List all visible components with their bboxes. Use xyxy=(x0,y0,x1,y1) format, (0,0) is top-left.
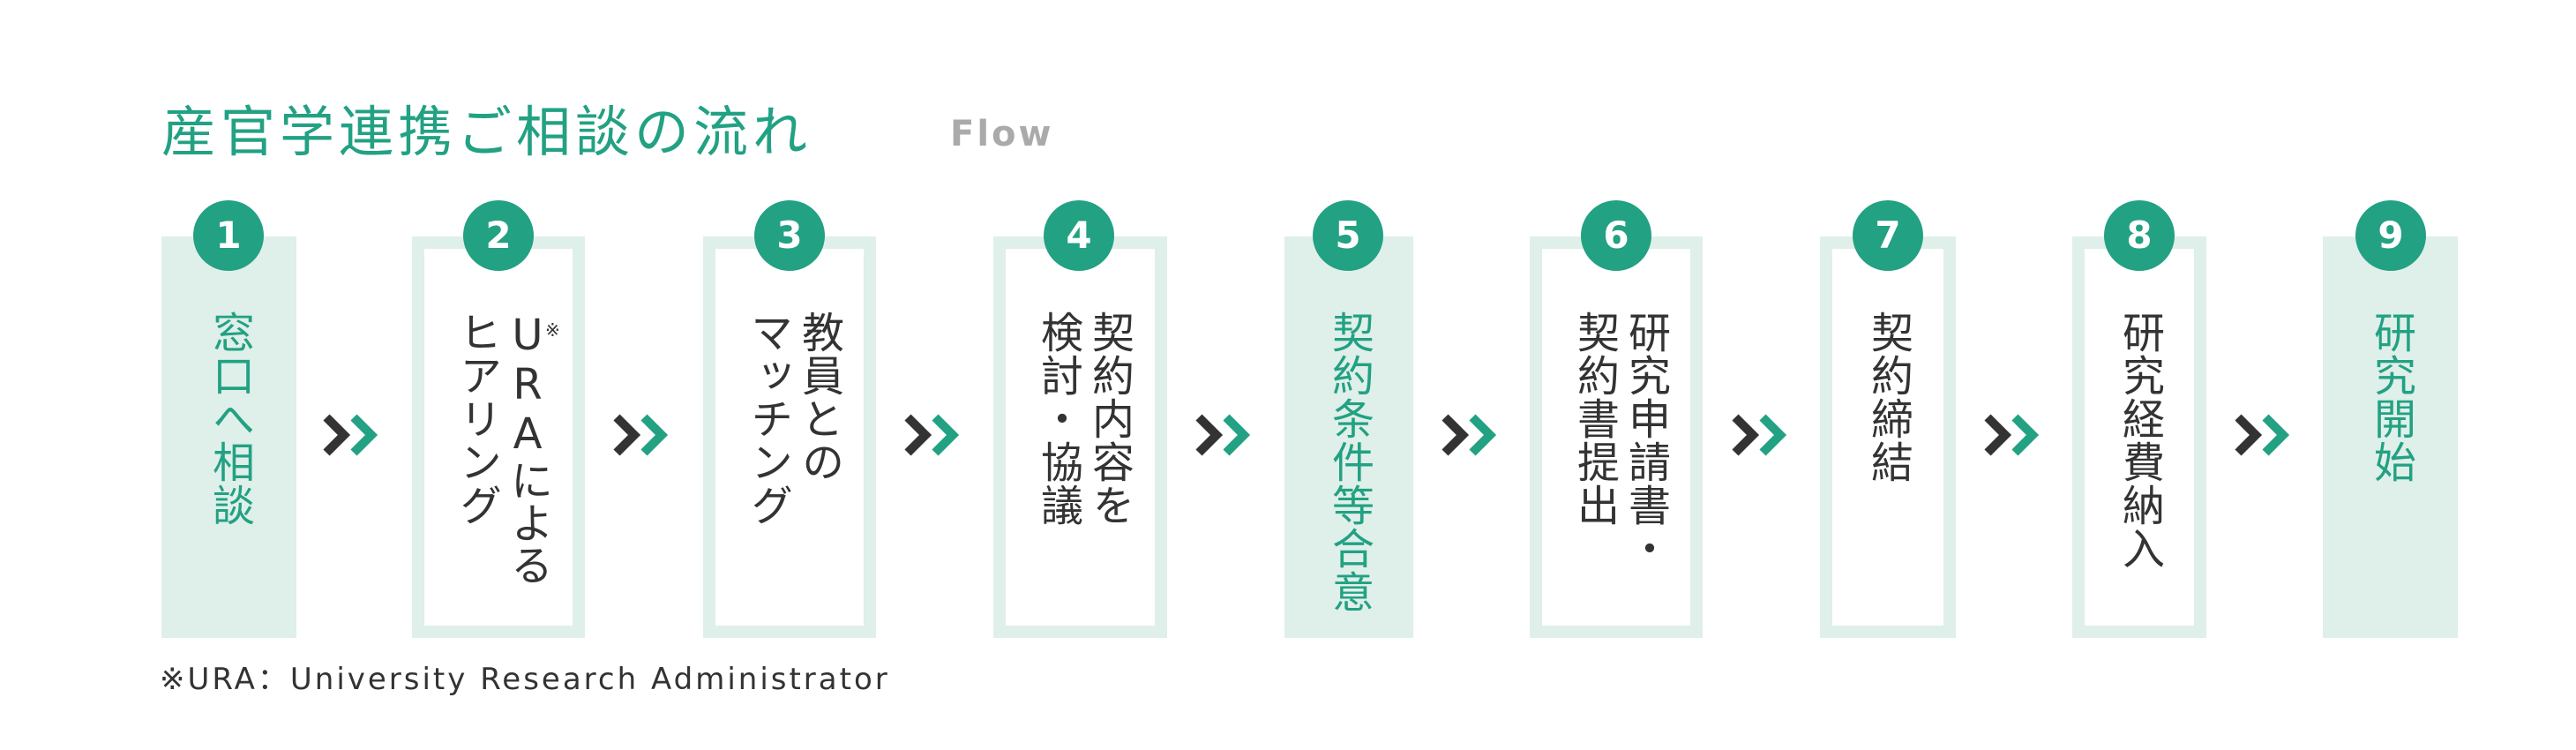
step-4-label: 契約内容を 検討・協議 xyxy=(1033,311,1134,527)
step-2-label-line-2: ヒアリング xyxy=(452,311,501,527)
step-9-label: 研究開始 xyxy=(2366,311,2415,484)
step-1-box xyxy=(161,236,296,638)
step-6-box xyxy=(1530,236,1703,638)
step-2-box xyxy=(412,236,585,638)
step-3-box xyxy=(703,236,876,638)
step-2-label-line-1: URAによる xyxy=(503,311,552,586)
step-7-number-badge: 7 xyxy=(1853,200,1923,271)
step-5-label: 契約条件等合意 xyxy=(1324,311,1374,613)
double-chevron-right-icon xyxy=(1732,414,1787,456)
step-6-number-badge: 6 xyxy=(1581,200,1651,271)
double-chevron-right-icon xyxy=(904,414,960,456)
step-3-label-line-2: マッチング xyxy=(743,311,792,527)
step-8-number-badge: 8 xyxy=(2104,200,2175,271)
step-3-number-badge: 3 xyxy=(754,200,825,271)
step-2-label: URAによる ヒアリング xyxy=(452,311,552,586)
step-9-number-badge: 9 xyxy=(2355,200,2426,271)
step-3-label-line-1: 教員との xyxy=(794,311,843,484)
double-chevron-right-icon xyxy=(1442,414,1497,456)
step-4-box xyxy=(993,236,1167,638)
step-7-box xyxy=(1820,236,1956,638)
step-6-label-line-2: 契約書提出 xyxy=(1569,311,1619,527)
double-chevron-right-icon xyxy=(1195,414,1251,456)
step-2-label-ura: URA xyxy=(503,311,552,459)
step-2-label-suffix: による xyxy=(503,459,552,586)
footnote-ura: ※URA：University Research Administrator xyxy=(160,662,890,697)
double-chevron-right-icon xyxy=(613,414,669,456)
step-7-label-line-1: 契約締結 xyxy=(1863,311,1913,484)
step-5-number-badge: 5 xyxy=(1313,200,1383,271)
step-8-label-line-1: 研究経費納入 xyxy=(2115,311,2164,570)
double-chevron-right-icon xyxy=(2235,414,2290,456)
step-3-label: 教員との マッチング xyxy=(743,311,843,527)
step-8-box xyxy=(2072,236,2206,638)
step-8-label: 研究経費納入 xyxy=(2115,311,2164,570)
ura-note-mark: ※ xyxy=(545,319,560,341)
step-1-label-line-1: 窓口へ相談 xyxy=(205,311,254,527)
step-7-label: 契約締結 xyxy=(1863,311,1913,484)
step-9-box xyxy=(2323,236,2458,638)
step-5-label-line-1: 契約条件等合意 xyxy=(1324,311,1374,613)
step-4-label-line-1: 契約内容を xyxy=(1084,311,1134,527)
step-5-box xyxy=(1284,236,1413,638)
step-4-label-line-2: 検討・協議 xyxy=(1033,311,1082,527)
step-1-label: 窓口へ相談 xyxy=(205,311,254,527)
double-chevron-right-icon xyxy=(323,414,378,456)
step-6-label: 研究申請書・ 契約書提出 xyxy=(1569,311,1670,570)
step-6-label-line-1: 研究申請書・ xyxy=(1621,311,1670,570)
page-subtitle: Flow xyxy=(950,114,1054,154)
step-1-number-badge: 1 xyxy=(193,200,264,271)
step-9-label-line-1: 研究開始 xyxy=(2366,311,2415,484)
double-chevron-right-icon xyxy=(1984,414,2040,456)
page-title: 産官学連携ご相談の流れ xyxy=(161,100,812,164)
step-2-number-badge: 2 xyxy=(463,200,534,271)
step-4-number-badge: 4 xyxy=(1044,200,1114,271)
